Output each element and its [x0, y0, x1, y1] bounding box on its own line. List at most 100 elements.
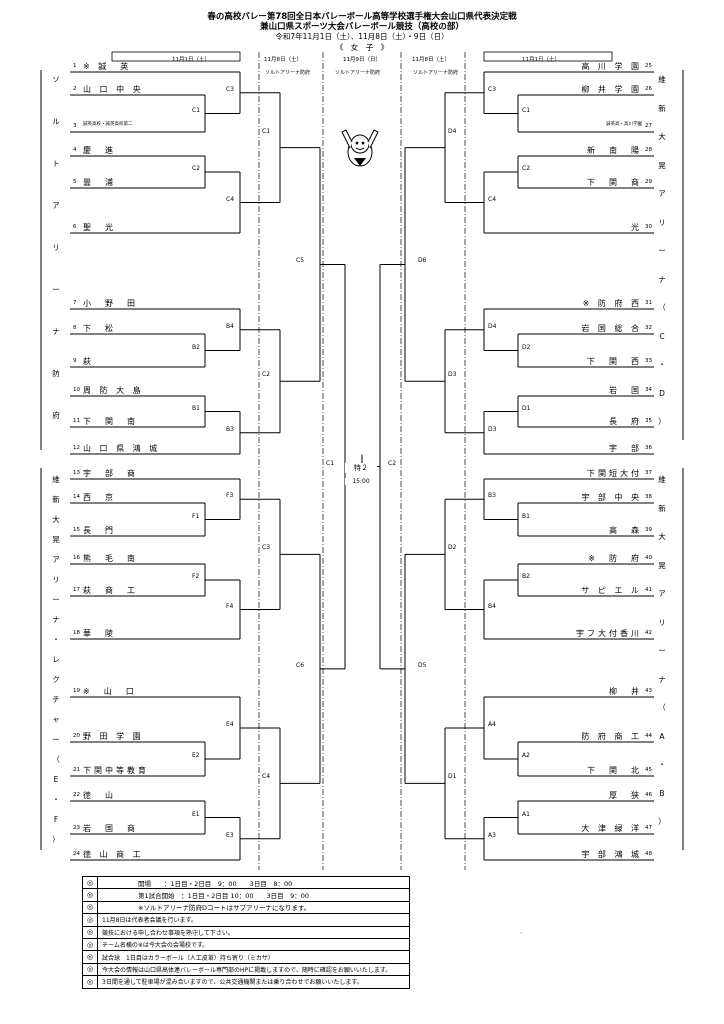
team-number: 37	[645, 470, 652, 476]
match-node-label: D5	[418, 661, 427, 669]
match-node-label: A3	[488, 831, 496, 839]
notes-text: ※ソルトアリーナ防府Dコートはサブアリーナになります。	[138, 904, 311, 913]
team-name-left: 曇 浦	[83, 178, 116, 187]
side-label-char: 防	[52, 369, 60, 378]
bullet-icon: ◎	[83, 914, 98, 926]
team-number: 36	[645, 445, 652, 451]
match-node-label: F3	[226, 492, 234, 500]
column-date-right-r1: 11月1日（土）	[522, 57, 560, 63]
side-label-char: 晃	[658, 560, 666, 570]
match-node-label: C4	[488, 195, 497, 203]
team-number: 23	[73, 825, 80, 831]
match-node-label: C4	[226, 195, 235, 203]
side-label-char: 維	[658, 475, 666, 484]
match-node-label: A1	[522, 810, 530, 818]
team-number: 29	[645, 179, 652, 185]
notes-text: 開場 ：1日目・2日目 9：00 3日目 8：00	[138, 879, 293, 888]
match-node-label: F1	[192, 512, 200, 520]
side-label-char: リ	[52, 243, 60, 252]
side-label-char: D	[659, 388, 665, 398]
column-header-box-right-r1	[483, 51, 613, 62]
team-name-right: 宇 部 中 央	[581, 493, 642, 502]
final-match-time: 15:00	[345, 478, 377, 485]
side-label-char: ー	[52, 595, 60, 604]
team-number: 42	[645, 630, 652, 636]
team-name-left: 徳 山	[83, 791, 116, 800]
team-number: 25	[645, 63, 652, 69]
side-label-char: ）	[658, 417, 666, 426]
bullet-icon: ◎	[83, 889, 98, 901]
side-label-char: ャ	[52, 715, 60, 724]
notes-row: ◎ 11月8日は代表者会議を行います。	[83, 913, 409, 926]
team-name-left: 誠英高校・誠英高校第二	[83, 122, 133, 127]
match-node-label: D6	[418, 257, 427, 265]
team-name-right: 下 関 商	[587, 178, 642, 187]
match-node-label: B3	[226, 425, 234, 433]
side-label-char: リ	[658, 217, 666, 227]
notes-text: 11月8日は代表者会議を行います。	[102, 917, 197, 925]
side-label-char: ー	[52, 735, 60, 744]
match-node-label: C2	[192, 165, 201, 172]
team-number: 9	[73, 358, 77, 364]
side-label-char: ア	[658, 189, 666, 198]
team-name-right: 新 南 陽	[587, 146, 642, 155]
team-name-left: 萩 商 工	[83, 586, 138, 595]
team-number: 32	[645, 325, 652, 331]
match-node-label: A2	[522, 752, 530, 759]
column-date-center: 11月9日（日）	[343, 57, 381, 63]
side-label-char: 維	[658, 75, 666, 84]
column-date-left-r1: 11月1日（土）	[172, 57, 210, 63]
side-label-char: ・	[658, 360, 666, 369]
match-node-label: C1	[326, 459, 335, 467]
bullet-icon: ◎	[83, 976, 98, 988]
team-number: 48	[645, 851, 652, 857]
team-number: 10	[73, 387, 80, 393]
column-header-box-left-r1	[111, 51, 241, 62]
match-node-label: F2	[192, 573, 200, 580]
team-name-left: 野 田 学 園	[83, 732, 144, 741]
team-name-left: 下関中等教育	[83, 766, 149, 775]
mascot-icon	[341, 129, 379, 167]
team-number: 19	[73, 688, 80, 694]
side-label-char: （	[658, 703, 666, 712]
team-number: 35	[645, 418, 652, 424]
team-name-left: ※ 誠 英	[83, 62, 132, 71]
match-node-label: C5	[296, 257, 305, 265]
final-match-label: 特２	[345, 463, 377, 473]
team-name-right: 厚 狭	[609, 791, 642, 800]
side-label-char: ー	[658, 246, 666, 255]
notes-row: ◎3日間を通して駐車場が混み合いますので、公共交通機関または乗り合わせでお願いい…	[83, 975, 409, 988]
team-number: 8	[73, 325, 77, 331]
team-name-left: 萩	[83, 357, 94, 366]
team-name-left: 周 防 大 島	[83, 386, 144, 395]
side-label-char: ナ	[658, 674, 666, 684]
dates-line: 令和7年11月1日（土）、11月8日（土）・9日（日）	[275, 32, 449, 41]
team-name-right: 岩 国	[609, 386, 642, 395]
team-name-left: 岩 国 商	[83, 824, 138, 833]
team-name-right: ※ 防 府	[588, 554, 642, 563]
team-name-left: 慶 進	[83, 146, 116, 155]
match-node-label: D3	[448, 371, 457, 379]
side-label-char: 新	[52, 495, 60, 504]
side-label-char: リ	[52, 575, 60, 584]
side-label-char: リ	[658, 617, 666, 627]
team-number: 5	[73, 179, 77, 185]
notes-row: ◎チーム名横の※は今大会の会場校です。	[83, 937, 409, 951]
notes-row: ◎競技における申し合わせ事項を熟守して下さい。	[83, 925, 409, 938]
team-number: 38	[645, 494, 652, 500]
side-label-char: ー	[52, 285, 60, 294]
team-number: 18	[73, 630, 80, 636]
match-node-label: C3	[488, 85, 497, 93]
match-node-label: B4	[226, 322, 234, 330]
match-node-label: C1	[192, 106, 201, 114]
team-name-left: 西 京	[83, 493, 116, 502]
match-node-label: D2	[448, 544, 457, 552]
team-name-left: 山 口 中 央	[83, 85, 144, 94]
side-label-char: A	[659, 731, 665, 741]
team-name-right: 岩 国 総 合	[581, 324, 642, 333]
side-label-char: ・	[52, 635, 60, 644]
side-label-char: ソ	[52, 75, 60, 84]
team-name-right: 下 関 北	[587, 766, 642, 775]
team-name-right: 宇 部	[609, 444, 642, 453]
side-label-char: チ	[52, 695, 60, 704]
